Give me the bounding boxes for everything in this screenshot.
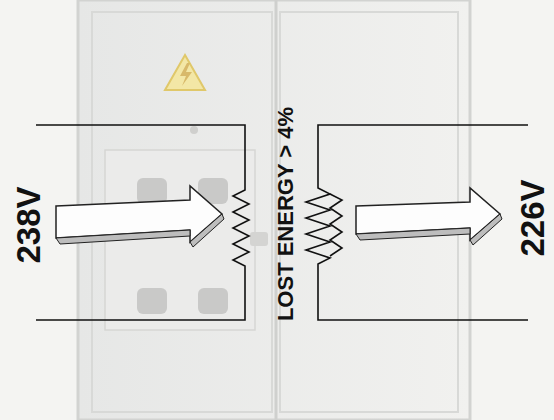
conductor-left <box>36 125 249 320</box>
input-voltage: 238V <box>12 186 45 263</box>
meter-button <box>137 288 167 314</box>
loss-note: LOST ENERGY > 4% <box>275 107 297 321</box>
warning-triangle <box>165 55 205 90</box>
meter-button <box>137 178 167 204</box>
output-voltage: 226V <box>516 179 549 256</box>
meter-button <box>250 232 268 246</box>
flow-arrow <box>56 186 224 247</box>
meter-button <box>198 288 228 314</box>
flow-arrow <box>356 188 502 245</box>
conductor-right <box>306 125 528 320</box>
door-lock <box>190 126 198 134</box>
lightning-symbol <box>180 63 192 86</box>
